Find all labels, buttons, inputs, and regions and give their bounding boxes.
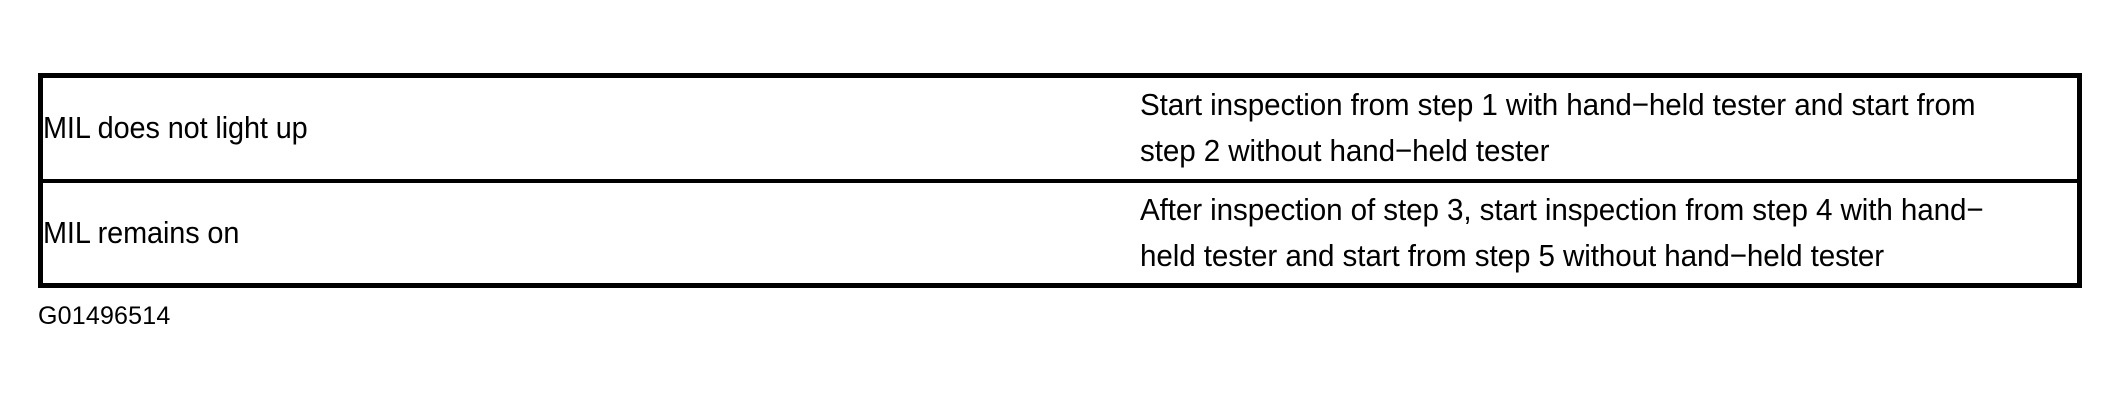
action-text: After inspection of step 3, start inspec… (1140, 191, 1984, 273)
table-cell-condition: MIL remains on (40, 180, 1140, 286)
table-row: MIL does not light up Start inspection f… (40, 75, 2080, 181)
condition-text: MIL does not light up (43, 110, 308, 146)
diagnosis-table: MIL does not light up Start inspection f… (38, 73, 2082, 288)
figure-code: G01496514 (38, 302, 171, 330)
action-text: Start inspection from step 1 with hand−h… (1140, 87, 1976, 169)
table-body: MIL does not light up Start inspection f… (40, 75, 2080, 286)
table-row: MIL remains on After inspection of step … (40, 180, 2080, 286)
table-cell-action: Start inspection from step 1 with hand−h… (1140, 75, 2080, 181)
condition-text: MIL remains on (43, 214, 240, 250)
table-cell-action: After inspection of step 3, start inspec… (1140, 180, 2080, 286)
table-cell-condition: MIL does not light up (40, 75, 1140, 181)
